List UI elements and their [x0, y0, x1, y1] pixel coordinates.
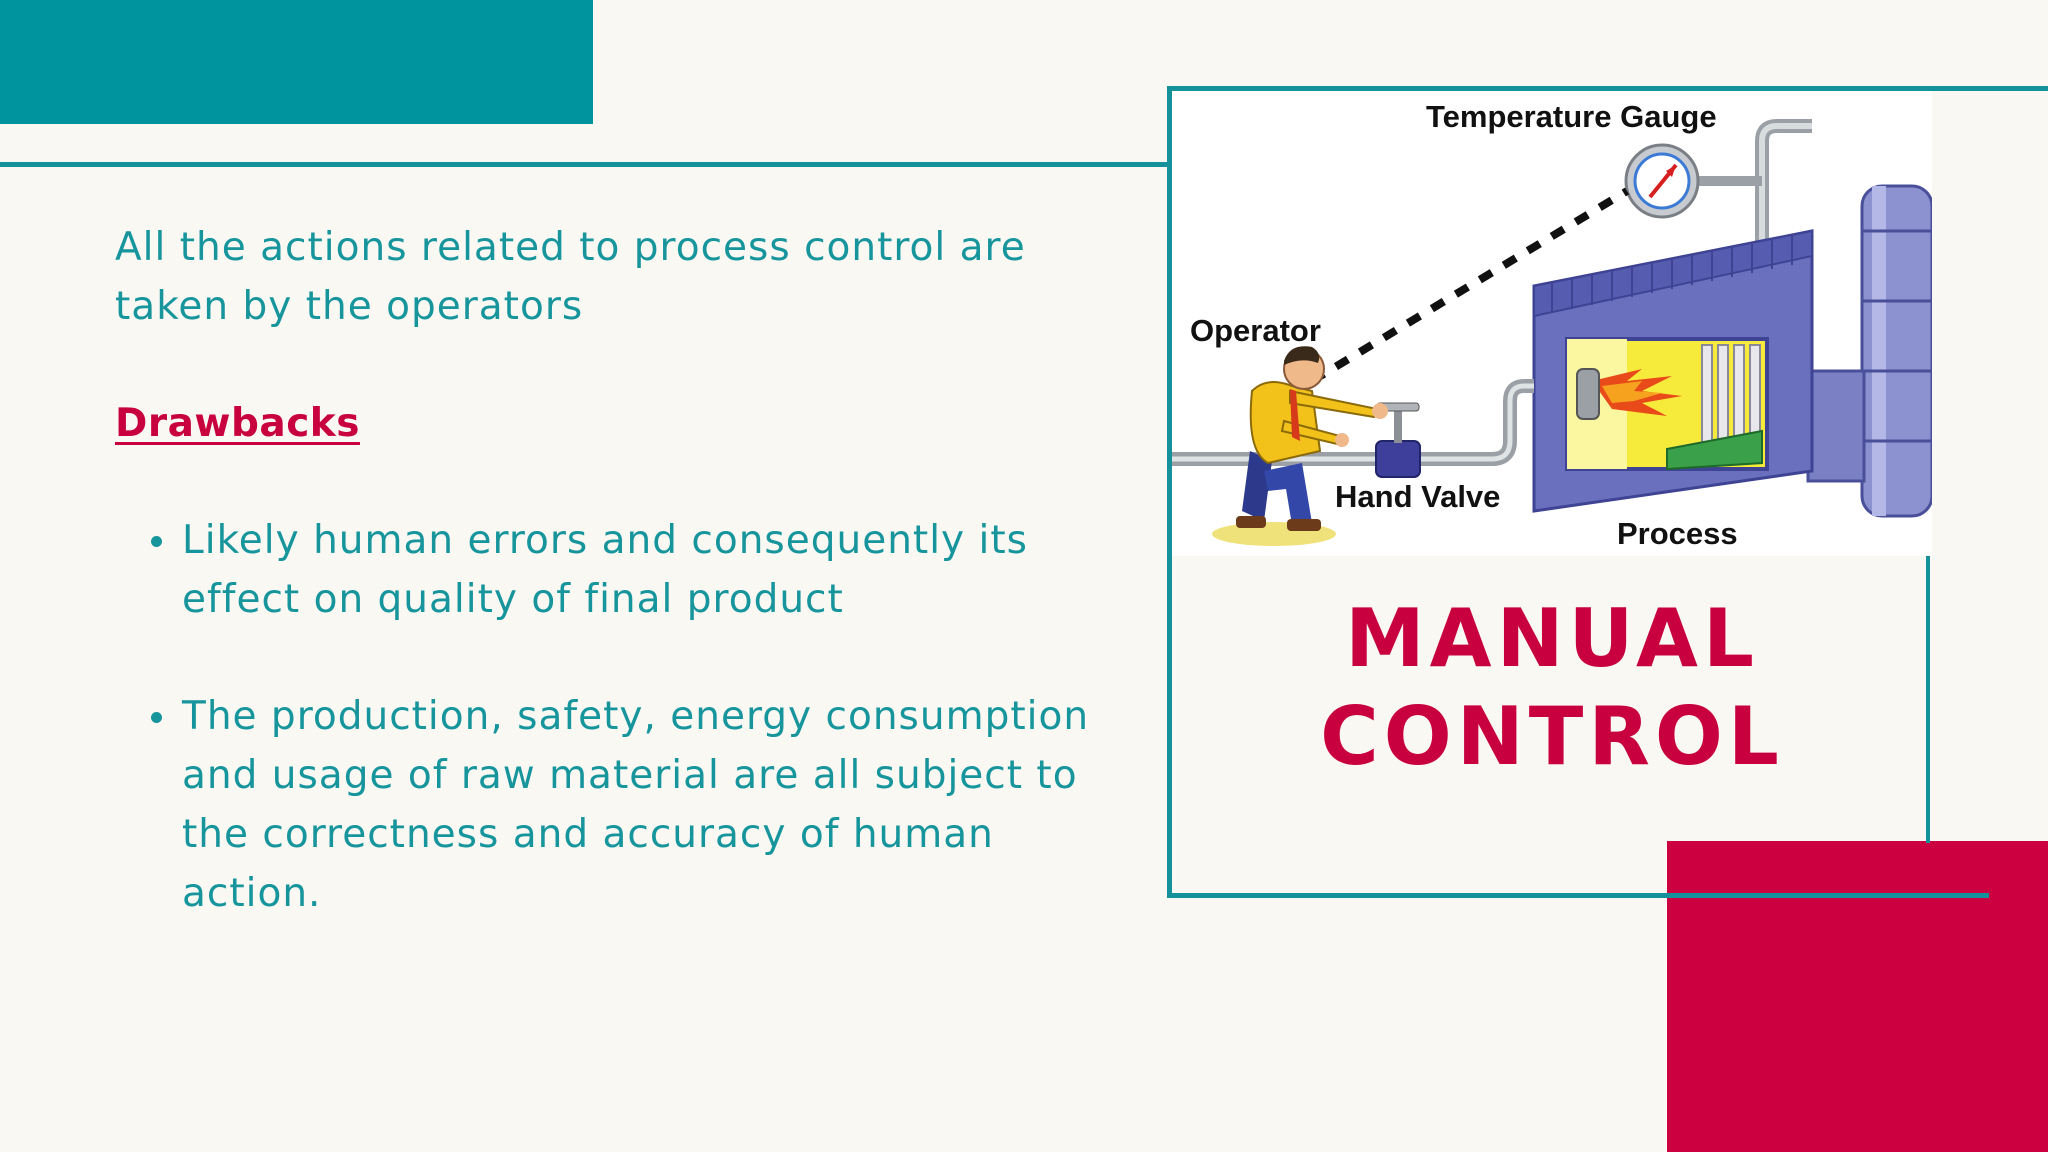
drawback-item-text: Likely human errors and consequently its… — [182, 518, 1028, 622]
exhaust-pipe-icon — [1727, 119, 1812, 241]
intro-text: All the actions related to process contr… — [115, 225, 1026, 329]
title-line-2: CONTROL — [1320, 690, 1784, 783]
feed-pipe-icon — [1172, 379, 1534, 466]
bullet-dot — [151, 712, 162, 723]
image-frame-top-extension — [1927, 86, 2048, 91]
drawback-item: Likely human errors and consequently its… — [115, 511, 1125, 629]
title-line-1: MANUAL — [1345, 592, 1759, 685]
furnace-icon — [1532, 229, 1814, 513]
label-hand-valve: Hand Valve — [1335, 479, 1501, 514]
label-temperature-gauge: Temperature Gauge — [1426, 99, 1717, 134]
drawbacks-heading: Drawbacks — [115, 401, 360, 446]
chimney-icon — [1806, 184, 1932, 518]
label-operator: Operator — [1190, 313, 1321, 348]
bullet-dot — [151, 536, 162, 547]
label-process: Process — [1617, 516, 1738, 551]
teal-decorative-block — [0, 0, 593, 124]
red-decorative-block — [1667, 841, 2048, 1152]
drawbacks-list: Likely human errors and consequently its… — [115, 511, 1125, 923]
manual-control-diagram: Temperature Gauge Operator Hand Valve Pr… — [1172, 91, 1932, 556]
header-rule — [0, 162, 1170, 167]
drawback-item: The production, safety, energy consumpti… — [115, 687, 1125, 923]
hand-valve-icon — [1375, 402, 1421, 478]
drawback-item-text: The production, safety, energy consumpti… — [182, 694, 1090, 916]
operator-icon — [1212, 346, 1388, 546]
signal-line — [1309, 187, 1630, 385]
slide-title: MANUAL CONTROL — [1172, 590, 1932, 786]
temperature-gauge-icon — [1624, 143, 1727, 219]
diagram-illustration — [1172, 119, 1932, 546]
image-frame — [1167, 86, 1989, 898]
